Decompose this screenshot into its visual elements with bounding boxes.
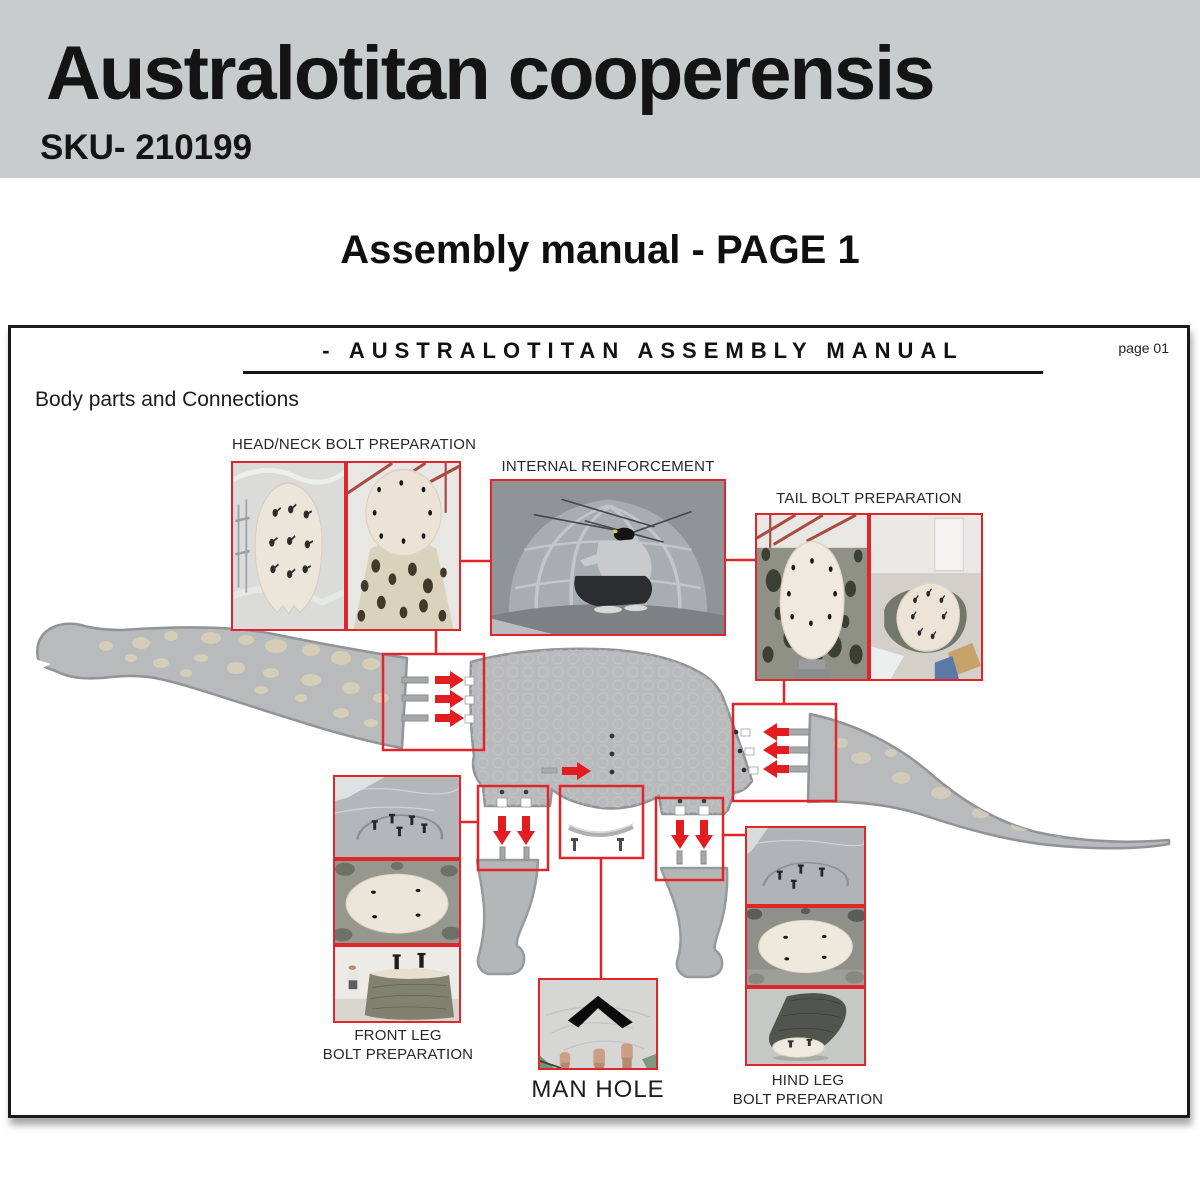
manhole-cover-piece: [568, 823, 634, 851]
assembly-diagram: [35, 558, 1171, 979]
internal-panel-label: INTERNAL REINFORCEMENT: [501, 458, 715, 475]
blue-tarp: [934, 656, 959, 679]
steel-rack: [235, 499, 250, 593]
bolts: [776, 864, 825, 889]
tail-bolts: [787, 728, 810, 773]
title-banner: Australotitan cooperensis SKU- 210199: [0, 0, 1200, 178]
roof-truss: [757, 515, 857, 548]
tail-panel-label: TAIL BOLT PREPARATION: [776, 490, 962, 507]
mouth-notch: [35, 659, 51, 671]
page-subtitle: Assembly manual - PAGE 1: [340, 228, 860, 272]
section-title: Body parts and Connections: [35, 388, 299, 411]
front-leg-connection-box: [476, 784, 550, 872]
body-front-slots: [464, 676, 475, 724]
doorway: [934, 517, 964, 572]
front-leg-piece: [475, 846, 540, 976]
bolts: [269, 503, 314, 579]
worker-figure: [574, 527, 653, 614]
photo-tail-cross-section: [755, 513, 869, 681]
bolt-holes: [787, 558, 837, 627]
neck-arrows: [435, 671, 464, 727]
manual-sheet: - AUSTRALOTITAN ASSEMBLY MANUAL page 01 …: [8, 325, 1190, 1118]
photo-headneck-cross-section-bolts: [231, 461, 346, 631]
bolts: [910, 588, 948, 640]
photo-frontleg-socket: [333, 775, 461, 859]
neck-bolts: [401, 676, 429, 722]
neck-connection-box: [381, 652, 486, 752]
bag: [948, 642, 981, 676]
bolts: [787, 1038, 813, 1048]
headneck-panel-label: HEAD/NECK BOLT PREPARATION: [232, 436, 477, 453]
product-title: Australotitan cooperensis: [46, 31, 936, 116]
front-leg-arrows: [493, 816, 535, 845]
product-sku: SKU- 210199: [40, 128, 253, 167]
leg-stub-notches: [496, 797, 710, 816]
bolt-holes: [372, 480, 433, 544]
photo-headneck-cross-section-holes: [346, 461, 461, 631]
leopard-spots: [357, 559, 447, 622]
photo-hindleg-cross-section: [745, 906, 866, 987]
manual-header: - AUSTRALOTITAN ASSEMBLY MANUAL: [243, 338, 1043, 374]
hind-leg-pins: [676, 850, 707, 865]
photo-hindleg-wrapped: [745, 987, 866, 1066]
leg-stub-bolt-dots: [499, 789, 707, 804]
body-piece: [464, 647, 759, 816]
connector-lines: [434, 558, 786, 978]
neck-head-piece: [35, 622, 429, 750]
hindleg-panel-label: HIND LEG BOLT PREPARATION: [732, 1072, 884, 1108]
leg-trunk: [364, 968, 455, 1020]
bolt-holes: [783, 934, 827, 961]
manhole-opening: [567, 995, 633, 1029]
page-number: page 01: [1118, 340, 1169, 356]
tail-arrows: [763, 723, 789, 778]
flank-arrow: [562, 762, 591, 780]
hind-leg-arrows: [671, 820, 713, 849]
bolts: [392, 952, 426, 970]
frontleg-panel-label: FRONT LEG BOLT PREPARATION: [322, 1027, 474, 1063]
bolts: [371, 813, 428, 837]
photo-manhole: [538, 978, 658, 1070]
bolt-direction-arrows: [435, 671, 789, 849]
flank-bolt-dots: [609, 733, 615, 775]
hind-leg-connection-box: [654, 796, 725, 882]
photo-tail-on-floor: [869, 513, 983, 681]
body-rear-slots: [733, 728, 759, 775]
photo-internal-reinforcement: [490, 479, 726, 636]
front-leg-pins: [499, 846, 530, 861]
bolt-holes: [370, 888, 421, 919]
photo-hindleg-socket: [745, 826, 866, 906]
loose-bolt: [541, 767, 558, 774]
hind-leg-piece: [659, 850, 729, 979]
neck-blotches: [99, 631, 389, 727]
photo-frontleg-outside: [333, 945, 461, 1023]
worker-figure: [347, 965, 359, 990]
manhole-panel-label: MAN HOLE: [531, 1076, 665, 1103]
photo-frontleg-cross-section: [333, 859, 461, 945]
